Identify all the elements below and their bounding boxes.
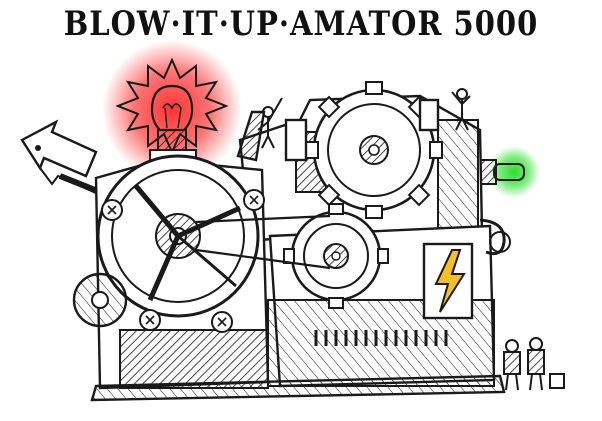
vent-slots — [314, 330, 448, 346]
gear-icon — [72, 81, 443, 333]
tiny-people-figures — [257, 88, 565, 391]
lightning-bolt-icon — [422, 242, 474, 320]
page-title: BLOW·IT·UP·AMATOR 5000 — [63, 4, 539, 44]
machine-pipes — [236, 98, 440, 162]
green-indicator-light — [477, 146, 540, 198]
